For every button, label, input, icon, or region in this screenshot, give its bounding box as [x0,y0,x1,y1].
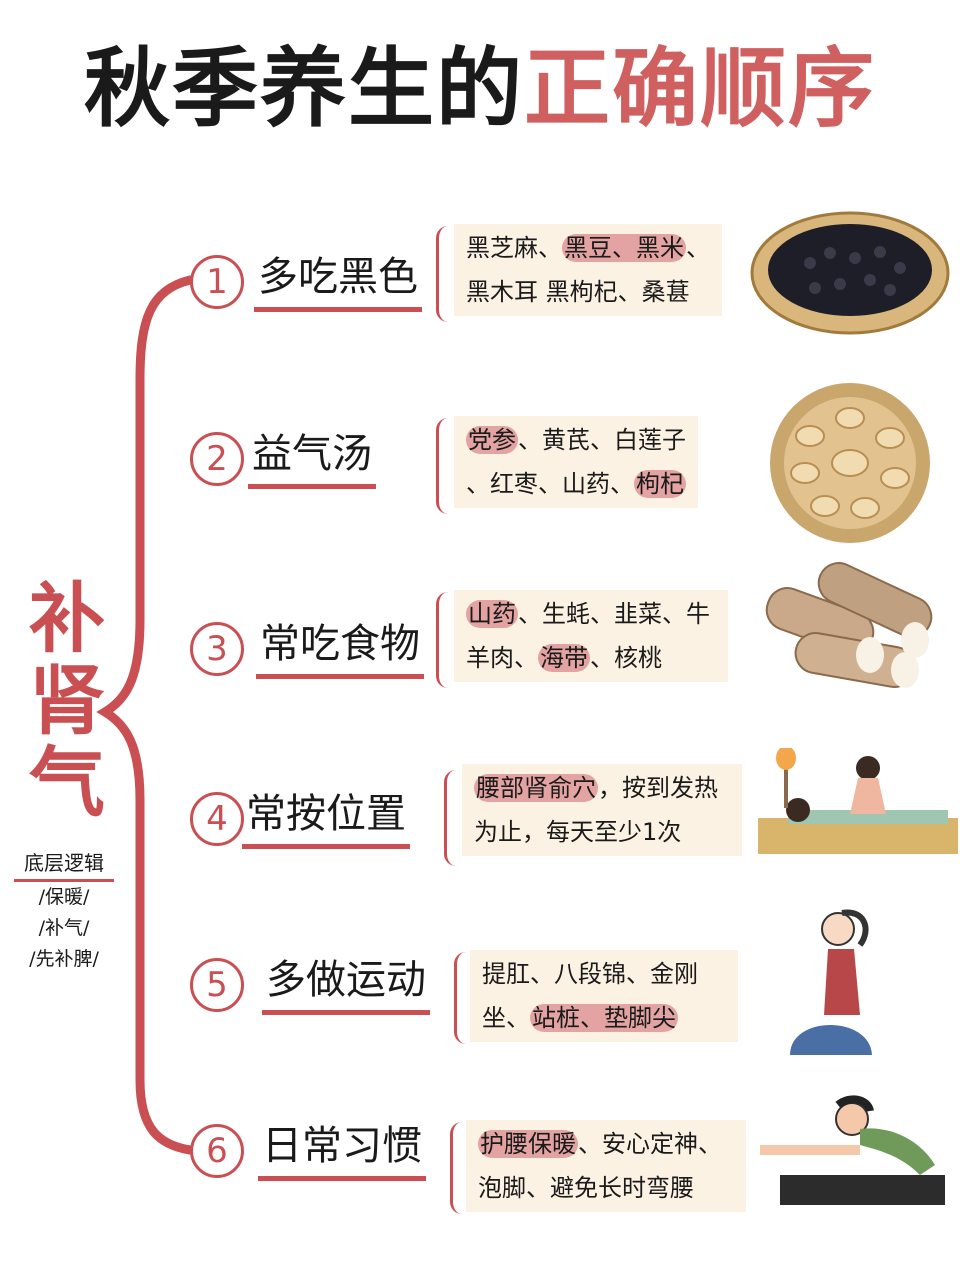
main-label-char: 气 [29,738,105,827]
item-highlight: 腰部肾俞穴 [474,774,598,802]
branch-title: 日常习惯 [258,1120,426,1181]
item-brace [444,770,461,866]
item-highlight: 站桩、垫脚尖 [530,1004,678,1032]
branch-3: 3 常吃食物 [190,621,960,712]
items-line-1: 山药、生蚝、韭菜、牛 [466,592,710,636]
branch-title: 常按位置 [242,788,410,849]
items-line-2: 为止，每天至少1次 [474,810,718,854]
item-highlight: 山药 [466,600,518,628]
items-box: 腰部肾俞穴，按到发热 为止，每天至少1次 [462,764,742,856]
item-text: 、安心定神、 [578,1130,722,1158]
branch-5: 5 多做运动 [190,957,960,1048]
branch-title: 常吃食物 [256,618,424,679]
item-text: 、 [686,234,710,262]
number-badge: 5 [190,958,244,1012]
branch-title: 多做运动 [262,954,430,1015]
items-line-2: 黑木耳 黑枸杞、桑葚 [466,270,710,314]
items-line-1: 党参、黄芪、白莲子 [466,418,686,462]
item-text: 、核桃 [590,644,662,672]
main-label-char: 肾 [29,656,105,745]
item-brace [454,952,471,1044]
logic-item: /补气/ [38,917,90,939]
items-box: 山药、生蚝、韭菜、牛 羊肉、海带、核桃 [454,590,728,682]
items-box: 黑芝麻、黑豆、黑米、 黑木耳 黑枸杞、桑葚 [454,224,722,316]
item-text: 坐、 [482,1004,530,1032]
items-line-1: 黑芝麻、黑豆、黑米、 [466,226,710,270]
items-line-2: 、红枣、山药、枸杞 [466,462,686,506]
items-line-2: 坐、站桩、垫脚尖 [482,996,698,1040]
main-label-char: 补 [29,574,105,663]
item-brace [436,226,453,322]
item-text: 为止，每天至少1次 [474,818,682,846]
item-highlight: 党参 [466,426,518,454]
item-highlight: 枸杞 [634,470,686,498]
item-text: ，按到发热 [598,774,718,802]
items-box: 护腰保暖、安心定神、 泡脚、避免长时弯腰 [466,1120,746,1212]
item-highlight: 海带 [538,644,590,672]
item-text: 、生蚝、韭菜、牛 [518,600,710,628]
item-text: 黑木耳 黑枸杞、桑葚 [466,278,690,306]
number-badge: 6 [190,1124,244,1178]
number-badge: 2 [190,432,244,486]
main-label: 补 肾 气 [22,578,112,824]
items-box: 提肛、八段锦、金刚 坐、站桩、垫脚尖 [470,950,738,1042]
number-badge: 4 [190,792,244,846]
yam-roots-icon [765,562,933,688]
item-text: 、红枣、山药、 [466,470,634,498]
item-text: 泡脚、避免长时弯腰 [478,1174,694,1202]
item-text: 黑芝麻、 [466,234,562,262]
items-line-2: 泡脚、避免长时弯腰 [478,1166,722,1210]
dried-herb-slices-plate-icon [770,383,930,543]
logic-item: /先补脾/ [29,948,99,970]
item-brace [436,418,453,514]
logic-list: 底层逻辑 /保暖/ /补气/ /先补脾/ [14,848,114,975]
title-part-2: 正确顺序 [524,39,876,139]
item-highlight: 黑豆、黑米 [562,234,686,262]
items-line-2: 羊肉、海带、核桃 [466,636,710,680]
item-text: 、黄芪、白莲子 [518,426,686,454]
number-badge: 3 [190,622,244,676]
item-brace [450,1122,467,1214]
branch-1: 1 多吃黑色 [190,254,960,345]
title-part-1: 秋季养生的 [84,39,524,139]
branch-6: 6 日常习惯 [190,1123,960,1214]
branch-4: 4 常按位置 [190,791,960,882]
item-text: 羊肉、 [466,644,538,672]
black-beans-basket-icon [750,211,950,335]
massage-scene-icon [758,748,958,854]
logic-heading: 底层逻辑 [14,848,114,882]
items-line-1: 提肛、八段锦、金刚 [482,952,698,996]
branch-title: 多吃黑色 [254,251,422,312]
item-brace [436,592,453,688]
items-box: 党参、黄芪、白莲子 、红枣、山药、枸杞 [454,416,698,508]
page-title: 秋季养生的正确顺序 [0,18,960,143]
stretching-woman-icon [760,1095,945,1205]
branch-2: 2 益气汤 [190,431,960,522]
items-line-1: 腰部肾俞穴，按到发热 [474,766,718,810]
number-badge: 1 [190,255,244,309]
item-text: 提肛、八段锦、金刚 [482,960,698,988]
logic-item: /保暖/ [38,886,90,908]
items-line-1: 护腰保暖、安心定神、 [478,1122,722,1166]
item-highlight: 护腰保暖 [478,1130,578,1158]
kneeling-woman-icon [790,909,872,1055]
branch-title: 益气汤 [248,428,376,489]
